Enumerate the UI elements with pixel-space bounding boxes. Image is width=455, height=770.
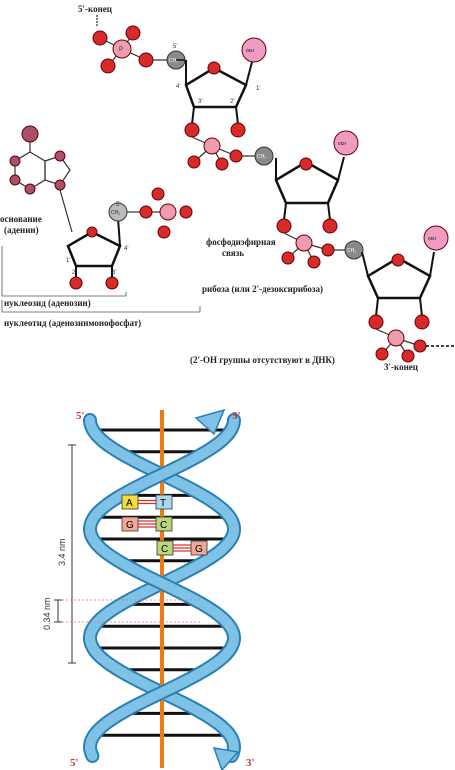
phosphodiester-label-2: связь [222,248,244,258]
base-box-c [155,516,173,532]
svg-text:2': 2' [72,270,76,276]
adenosine-monophosphate: основание (аденин) CH₂ 5' 4' 1' 2' 3' [0,125,201,328]
hydrogen-bond [138,499,156,505]
svg-text:1': 1' [256,86,260,92]
base-box-c [156,540,174,556]
strand-arrowhead-top [194,408,226,436]
svg-text:5': 5' [173,44,177,50]
phosphate-group: CH₂ [187,136,274,171]
base-box-g [121,516,139,532]
strand-arrowhead-bottom [212,747,240,770]
svg-text:1': 1' [66,258,70,264]
top-right-end-label: 3' [232,410,241,422]
svg-text:3': 3' [198,99,202,105]
base-box-a [121,494,139,510]
svg-text:4': 4' [176,84,180,90]
double-helix: A T G C C G 5' 3' 5' 3' 3.4 nm 0.34 nm [42,408,255,770]
rise-label: 0.34 nm [42,597,52,630]
top-left-end-label: 5' [76,410,85,422]
nucleotide-structure: 5'-конец P CH₂ 5' осн [0,4,455,372]
base-letter: G [126,520,134,531]
ribose-ring: осн [274,130,359,234]
oh-note: (2'-OH группы отсутствуют в ДНК) [190,355,335,365]
three-prime-end-label: 3'-конец [384,362,419,372]
phosphate-group [375,328,455,363]
svg-text:2': 2' [230,99,234,105]
base-label: основание [0,214,42,224]
bottom-left-end-label: 5' [70,757,79,769]
ribose-ring: осн 4' 3' 2' 1' [176,37,267,138]
bottom-right-end-label: 3' [246,757,255,769]
svg-text:CH₂: CH₂ [347,248,356,254]
svg-text:P: P [119,47,123,53]
base-pairs: A T G C C G [121,494,208,556]
phosphate-group: P CH₂ 5' [92,25,186,74]
svg-text:4': 4' [124,246,128,252]
base-letter: G [195,544,203,555]
svg-text:5': 5' [116,202,120,208]
nucleotide-label: нуклеотид (аденозинмонофосфат) [4,318,141,328]
five-prime-end-label: 5'-конец [78,4,113,14]
phosphodiester-label-1: фосфодиэфирная [206,237,276,247]
base-box-g [190,540,208,556]
nucleoside-label: нуклеозид (аденозин) [4,298,91,308]
hydrogen-bond [138,520,156,528]
svg-text:осн: осн [338,141,346,147]
ribose-ring: осн [361,225,449,330]
base-letter: T [160,498,166,509]
svg-text:3': 3' [112,270,116,276]
base-letter: A [126,498,133,509]
hydrogen-bond [173,544,191,552]
base-letter: C [161,544,168,555]
pitch-label: 3.4 nm [57,538,67,566]
svg-text:осн: осн [246,48,254,54]
ribose-label: рибоза (или 2'-дезоксирибоза) [202,284,323,294]
svg-text:CH₂: CH₂ [257,154,266,160]
svg-text:CH₂: CH₂ [169,58,178,64]
svg-text:CH₂: CH₂ [111,210,120,216]
adenine-label: (аденин) [4,225,39,235]
phosphate-group: CH₂ [281,232,364,269]
base-letter: C [160,520,167,531]
svg-text:осн: осн [428,236,436,242]
base-box-t [155,494,173,510]
